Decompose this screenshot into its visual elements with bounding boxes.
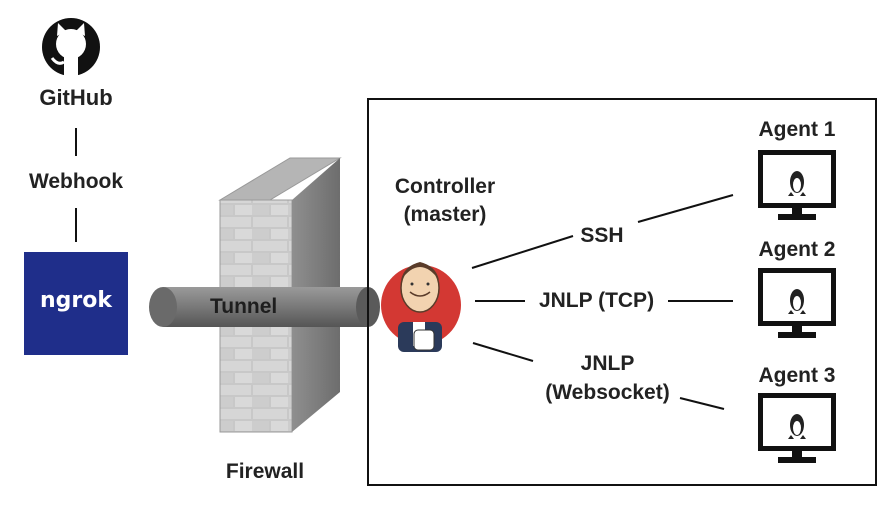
jnlp-ws-line-right — [679, 397, 725, 410]
controller-sublabel: (master) — [403, 203, 487, 226]
github-label: GitHub — [39, 85, 113, 110]
jnlp-ws-sublabel: (Websocket) — [545, 381, 670, 404]
agent-2-monitor-icon — [758, 268, 836, 338]
webhook-label: Webhook — [28, 170, 124, 193]
agent-1-monitor-icon — [758, 150, 836, 220]
controller-label: Controller — [394, 175, 496, 198]
agent-3-monitor-icon — [758, 393, 836, 463]
jenkins-icon — [381, 262, 461, 352]
github-icon — [42, 18, 100, 76]
ssh-line-right — [637, 194, 734, 223]
agent-3-label: Agent 3 — [758, 364, 836, 387]
jnlp-tcp-label: JNLP (TCP) — [538, 289, 655, 312]
ssh-label: SSH — [580, 224, 624, 247]
jnlp-ws-line-left — [472, 342, 534, 362]
tunnel-label: Tunnel — [210, 295, 278, 318]
ngrok-logo: ngrok — [24, 252, 128, 355]
cluster-boundary — [367, 98, 877, 486]
agent-2-label: Agent 2 — [758, 238, 836, 261]
agent-1-label: Agent 1 — [758, 118, 836, 141]
jnlp-ws-label: JNLP — [580, 352, 635, 375]
ssh-line-left — [471, 235, 574, 269]
firewall-label: Firewall — [225, 460, 305, 483]
ngrok-label: ngrok — [39, 288, 112, 313]
